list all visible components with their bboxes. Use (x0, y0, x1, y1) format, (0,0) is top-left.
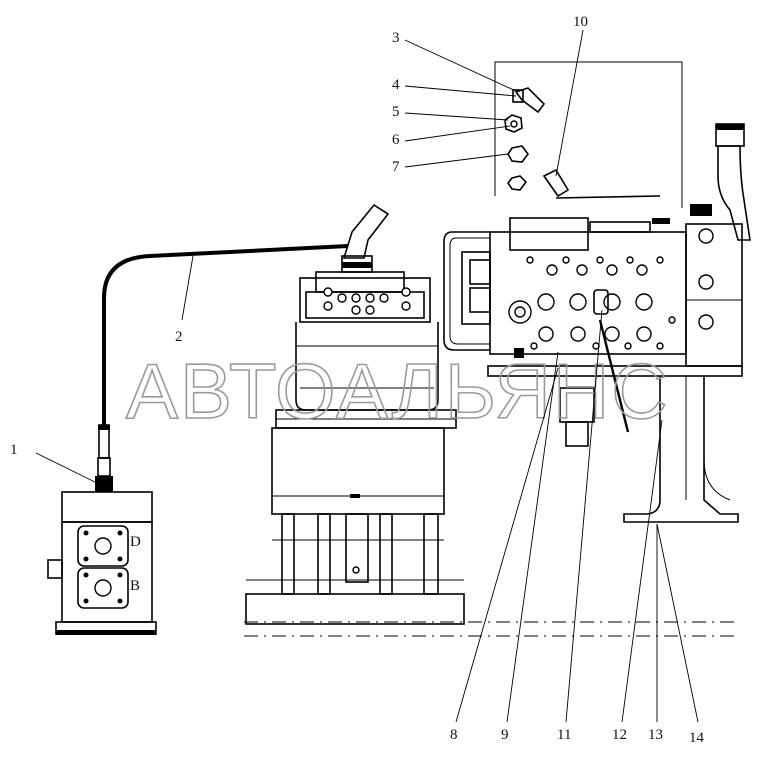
callout-10: 10 (573, 14, 588, 30)
main-pump-assembly (245, 203, 465, 625)
port-label-lower: B (130, 578, 140, 594)
callout-14: 14 (689, 730, 705, 746)
callout-5: 5 (392, 104, 400, 120)
callout-6: 6 (392, 132, 400, 148)
callout-labels: 1 2 3 4 5 6 7 10 8 9 11 12 13 14 (10, 14, 705, 746)
callout-2: 2 (175, 329, 183, 345)
callout-13: 13 (648, 727, 663, 743)
callout-12: 12 (612, 727, 627, 743)
watermark-text: АВТОАЛЬЯНС (126, 347, 670, 435)
port-label-upper: D (130, 534, 141, 550)
callout-11: 11 (557, 727, 571, 743)
callout-1: 1 (10, 442, 18, 458)
callout-7: 7 (392, 159, 400, 175)
pump-unit-left: D B (47, 424, 157, 635)
callout-4: 4 (392, 77, 400, 93)
callout-3: 3 (392, 30, 400, 46)
hose-line (102, 244, 349, 425)
callout-8: 8 (450, 727, 458, 743)
leader-lines (35, 29, 699, 723)
fittings-panel (494, 61, 683, 208)
control-valve-block (443, 123, 751, 447)
callout-9: 9 (501, 727, 509, 743)
support-stand (487, 365, 743, 523)
